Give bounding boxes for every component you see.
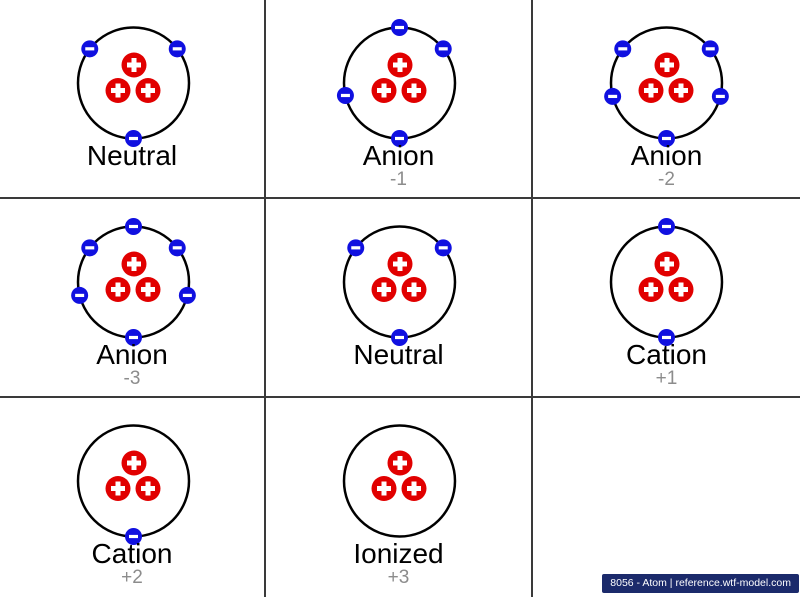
electron-icon [614,40,632,58]
proton-icon [638,78,664,103]
proton-icon [135,476,161,501]
electron-icon [658,329,675,346]
atom-cell-ionized: Ionized +3 [266,398,533,597]
electron-icon [125,528,142,545]
proton-icon [121,251,147,277]
atom-diagram [336,19,457,147]
proton-icon [654,52,680,78]
electron-icon [178,286,196,304]
orbit-circle [609,225,724,339]
atom-cell-cation-2: Cation +2 [0,398,266,597]
atom-label: Cation [626,339,707,370]
proton-icon [105,476,131,501]
atom-diagram [76,424,191,545]
atom-diagram [604,26,729,147]
electron-icon [434,40,452,58]
electron-icon [125,218,142,235]
electron-icon [125,329,142,346]
electron-icon [81,239,99,257]
proton-icon [121,450,147,476]
atom-charge-label: +3 [387,567,410,588]
electron-icon [81,40,99,58]
proton-icon [105,277,131,302]
electron-icon [391,19,408,36]
atom-label: Cation [91,538,173,569]
atom-cell-cation-1: Cation +1 [533,199,800,398]
atom-cell-anion-3: Anion -3 [0,199,266,398]
electron-icon [347,239,365,257]
proton-icon [121,52,147,78]
atom-diagram [342,424,457,538]
proton-icon [387,450,413,476]
atom-label: Neutral [86,140,178,171]
atom-charge-label: +2 [121,567,143,588]
atom-cell-neutral-2: Neutral [266,199,533,398]
watermark-text: 8056 - Atom | reference.wtf-model.com [610,577,791,590]
atom-label: Anion [96,339,168,370]
atom-cell-anion-2: Anion -2 [533,0,800,199]
atom-label: Anion [630,140,703,171]
atom-cell-anion-1: Anion -1 [266,0,533,199]
proton-icon [371,476,397,501]
proton-icon [668,78,694,103]
atom-diagram [609,218,724,346]
orbit-circle [342,424,457,538]
proton-icon [135,78,161,103]
electron-icon [125,130,142,147]
proton-icon [668,277,694,302]
atom-label: Anion [362,140,435,171]
electron-icon [168,40,186,58]
watermark-badge: 8056 - Atom | reference.wtf-model.com [602,574,799,593]
proton-icon [401,78,427,103]
electron-icon [336,86,354,104]
orbit-circle [76,424,191,538]
electron-icon [658,130,675,147]
atom-charge-label: +1 [655,368,678,389]
atom-label: Ionized [353,538,444,569]
electron-icon [658,218,675,235]
atom-charge-label: -2 [658,169,675,190]
proton-icon [638,277,664,302]
atom-charge-label: -3 [123,368,141,389]
proton-icon [371,78,397,103]
electron-icon [71,286,89,304]
atom-label: Neutral [353,339,444,370]
electron-icon [391,130,408,147]
electron-icon [434,239,452,257]
footer-cell: 8056 - Atom | reference.wtf-model.com [533,398,800,597]
proton-icon [387,52,413,78]
proton-icon [387,251,413,277]
atom-charge-label: -1 [390,169,407,190]
electron-icon [604,87,622,105]
proton-icon [654,251,680,277]
proton-icon [401,277,427,302]
electron-icon [391,329,408,346]
atom-diagram [71,218,196,346]
proton-icon [105,78,131,103]
atom-diagram [76,26,191,147]
atom-diagram [342,225,457,346]
atom-cell-neutral-1: Neutral [0,0,266,199]
electron-icon [168,239,186,257]
proton-icon [135,277,161,302]
electron-icon [711,87,729,105]
proton-icon [371,277,397,302]
proton-icon [401,476,427,501]
electron-icon [701,40,719,58]
